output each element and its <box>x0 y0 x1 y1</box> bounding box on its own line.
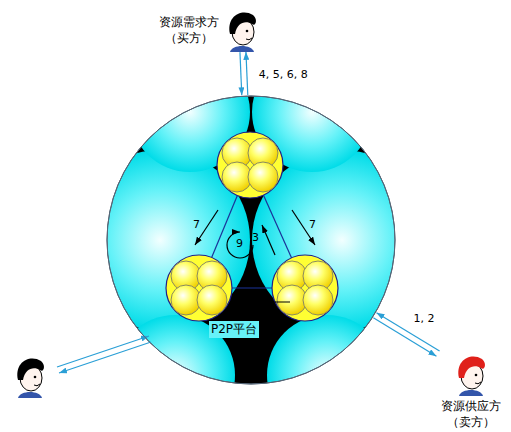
step-numbers: 4, 5, 6, 8 <box>258 68 309 81</box>
callout-number: 3 <box>252 232 259 245</box>
person-icon <box>451 352 491 396</box>
callout-number: 7 <box>309 219 316 232</box>
platform-outline <box>107 96 395 384</box>
platform-label: P2P平台 <box>209 321 259 338</box>
role-label: 资源需求方 （买方） <box>158 14 220 46</box>
person-icon <box>222 8 262 52</box>
double-link <box>240 52 248 95</box>
callout-number: 7 <box>193 219 200 232</box>
circle-outline <box>106 95 396 385</box>
peer-cluster <box>272 255 338 321</box>
peer-cluster <box>166 255 232 321</box>
double-link <box>57 336 151 373</box>
petal-pattern <box>106 95 396 385</box>
role-label: 资源供应方 （卖方） <box>440 398 502 430</box>
person-icon <box>451 352 491 396</box>
person-icon <box>222 8 262 52</box>
link-line <box>246 52 248 95</box>
peer-cluster <box>217 132 283 198</box>
seller-node: 资源供应方 （卖方） <box>438 352 504 430</box>
callout-number: 9 <box>236 238 243 251</box>
flow-arrows <box>195 210 315 302</box>
double-link <box>373 313 439 356</box>
buyer-node: 资源需求方 （买方） <box>158 8 262 52</box>
link-line <box>376 313 439 351</box>
platform-circle: P2P平台 <box>106 95 396 385</box>
link-line <box>240 52 242 95</box>
person-icon <box>17 358 44 398</box>
step-numbers: 1, 2 <box>412 312 435 325</box>
